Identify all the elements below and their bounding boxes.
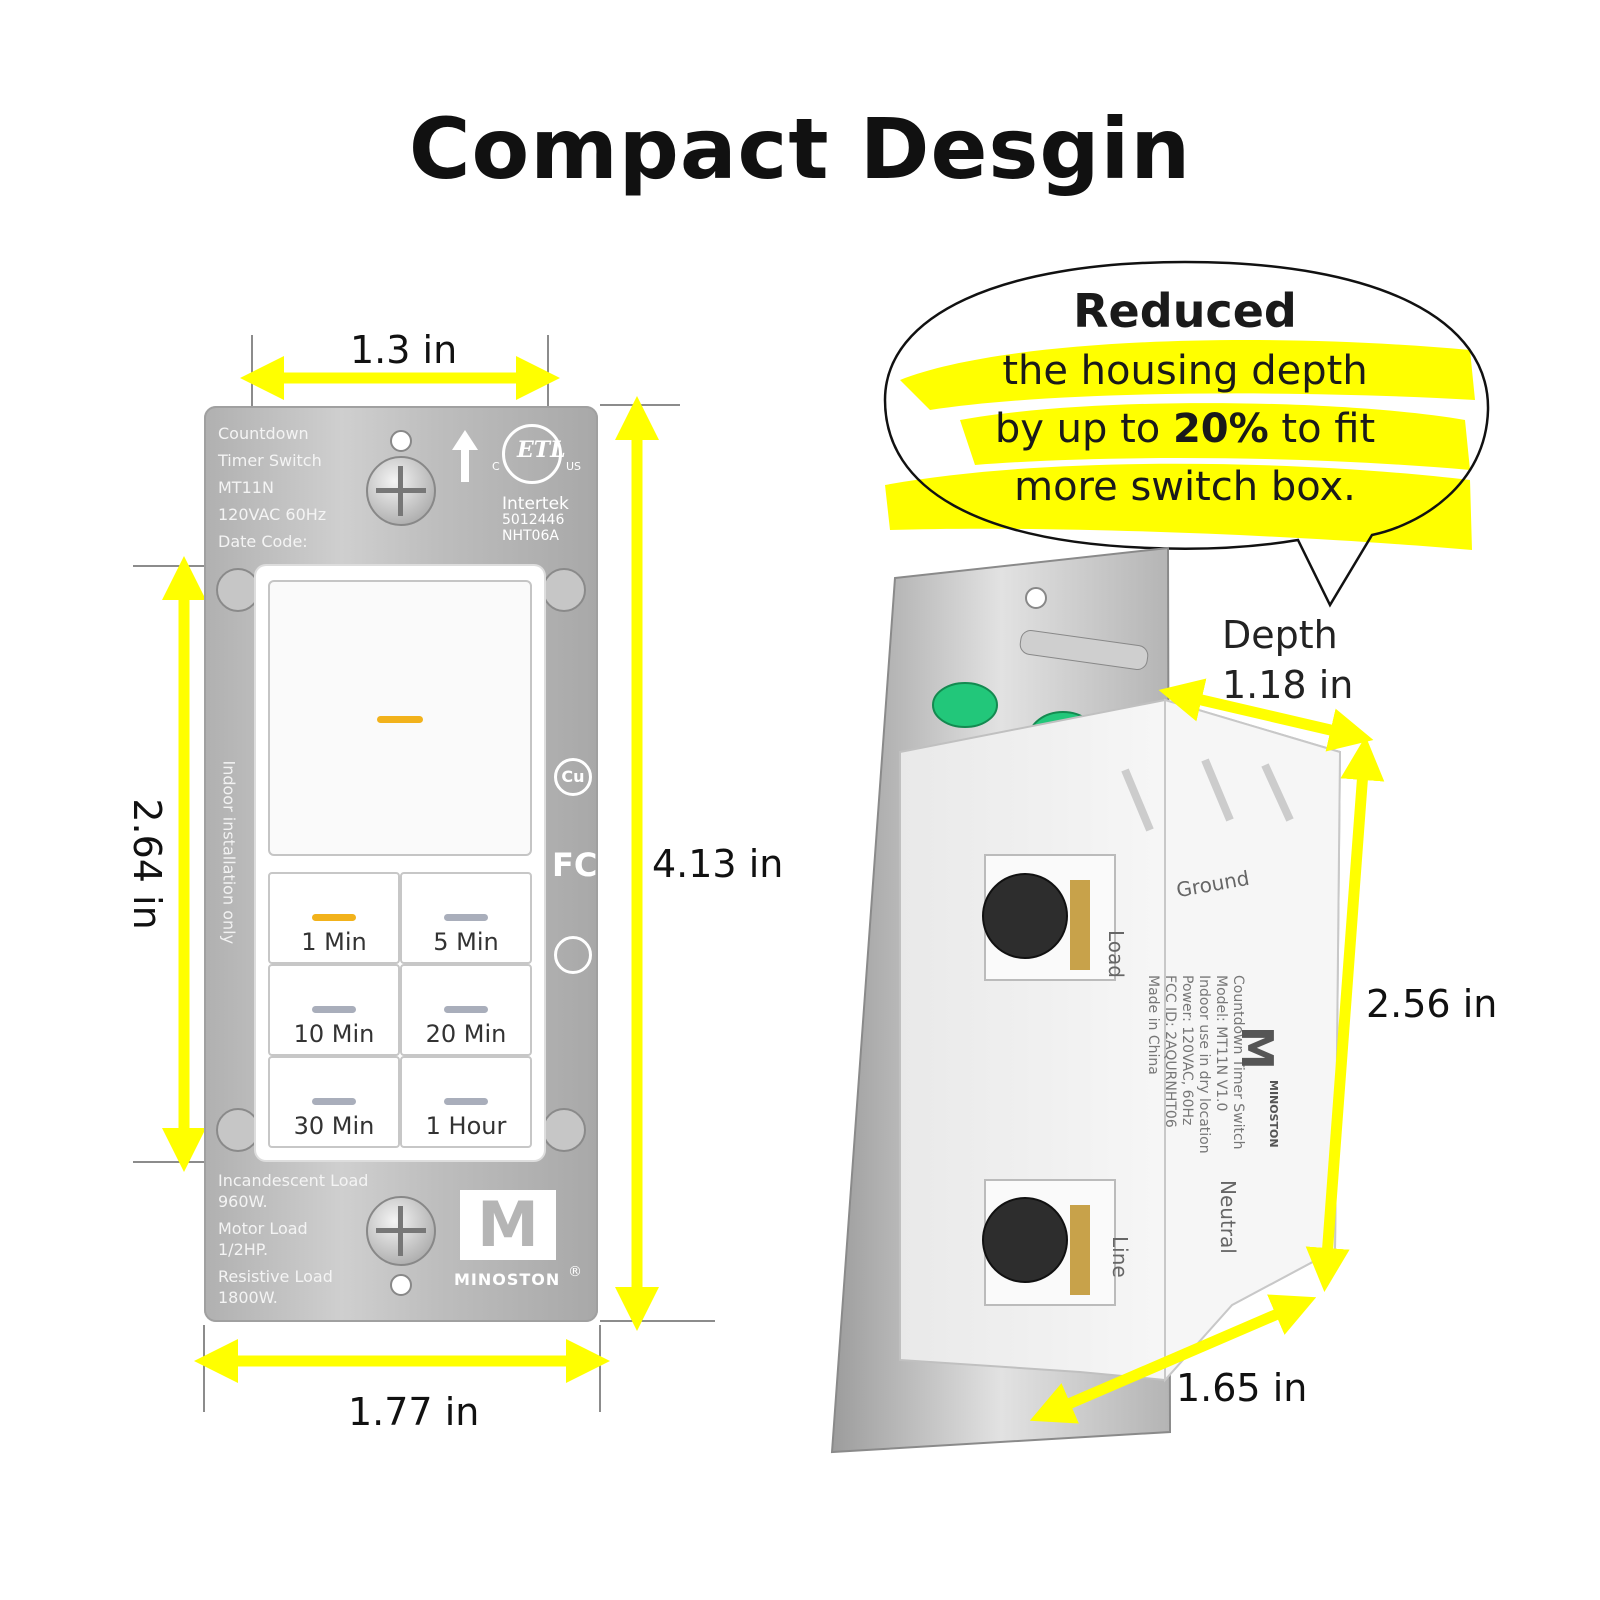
main-paddle-button[interactable] [268, 580, 532, 856]
side-width-label: 1.65 in [1176, 1366, 1308, 1410]
timer-button[interactable]: 10 Min [268, 964, 400, 1056]
housing-rib [1121, 758, 1294, 832]
mount-hole [390, 430, 412, 452]
neutral-label: Neutral [1216, 1180, 1240, 1254]
highlight-stroke [885, 463, 1472, 550]
timer-button[interactable]: 1 Min [268, 872, 400, 964]
side-brand-logo: M [1231, 1026, 1282, 1070]
m-mark-icon [554, 936, 592, 974]
spec-line: FCC ID: 2AQURNHT06 [1162, 975, 1178, 1128]
right-height-label: 4.13 in [652, 842, 784, 886]
load-line: 1/2HP. [218, 1240, 269, 1259]
load-line: 1800W. [218, 1288, 278, 1307]
timer-button[interactable]: 1 Hour [400, 1056, 532, 1148]
cert-line: 5012446 [502, 512, 565, 528]
bubble-line-1: the housing depth [1002, 348, 1368, 394]
timer-indicator-led [444, 1098, 488, 1105]
spec-line: Model: MT11N V1.0 [1213, 975, 1229, 1112]
timer-indicator-led [312, 1006, 356, 1013]
timer-button-label: 10 Min [293, 1020, 375, 1048]
side-height-label: 2.56 in [1366, 982, 1498, 1026]
depth-label: Depth [1222, 613, 1338, 657]
timer-button-label: 20 Min [425, 1020, 507, 1048]
terminal-brass [1070, 1205, 1090, 1295]
depth-arrow [1158, 678, 1374, 752]
line-label: Line [1108, 1236, 1132, 1278]
load-line: 960W. [218, 1192, 268, 1211]
bubble-line-2-bold: 20% [1172, 406, 1269, 452]
plate-info-line: Date Code: [218, 532, 308, 551]
timer-button-label: 1 Min [301, 928, 367, 956]
timer-button[interactable]: 5 Min [400, 872, 532, 964]
mount-hole [1025, 587, 1047, 609]
timer-indicator-led [444, 914, 488, 921]
side-height-arrow [1305, 736, 1385, 1292]
mount-hole [390, 1274, 412, 1296]
page-title: Compact Desgin [408, 100, 1192, 198]
bubble-line-3: more switch box. [1014, 464, 1356, 510]
plate-info-line: 120VAC 60Hz [218, 505, 327, 524]
timer-button[interactable]: 30 Min [268, 1056, 400, 1148]
terminal-brass [1070, 880, 1090, 970]
timer-button-label: 1 Hour [425, 1112, 507, 1140]
load-terminal-screw-icon [982, 873, 1068, 959]
mount-screw-icon [1019, 630, 1149, 670]
timer-button-grid: 1 Min 5 Min 10 Min 20 Min 30 Min 1 Hour [268, 872, 532, 1148]
etl-cert-icon: ETL [502, 424, 566, 484]
bubble-line-2-suffix: to fit [1268, 406, 1376, 452]
highlight-stroke [960, 403, 1470, 470]
spec-line: Made in China [1145, 975, 1161, 1075]
bubble-line-2-prefix: by up to [994, 406, 1173, 452]
brand-name: MINOSTON [454, 1270, 561, 1289]
spec-line: Power: 120VAC, 60Hz [1179, 975, 1195, 1126]
top-width-label: 1.3 in [350, 328, 458, 372]
corner-hole [216, 1108, 260, 1152]
line-terminal-screw-icon [982, 1197, 1068, 1283]
cert-lines: 5012446 NHT06A [502, 512, 564, 544]
timer-button-label: 5 Min [433, 928, 499, 956]
screw-icon [366, 1196, 436, 1266]
spec-line: Indoor use in dry location [1196, 975, 1212, 1154]
bubble-outline [883, 260, 1490, 608]
ground-screw-icon [932, 682, 998, 728]
timer-button-label: 30 Min [293, 1112, 375, 1140]
load-label: Load [1104, 930, 1128, 978]
timer-indicator-led [444, 1006, 488, 1013]
timer-indicator-led [312, 1098, 356, 1105]
load-line: Resistive Load [218, 1267, 333, 1286]
timer-indicator-led [312, 914, 356, 921]
plate-info-line: Countdown [218, 424, 309, 443]
side-brand-name: MINOSTON [1267, 1080, 1280, 1148]
bubble-heading: Reduced [1073, 284, 1297, 338]
up-arrow-icon [452, 430, 478, 482]
plate-load-text: Incandescent Load 960W. Motor Load 1/2HP… [218, 1170, 368, 1308]
screw-icon [366, 456, 436, 526]
cert-name: Intertek [502, 494, 569, 514]
cert-line: NHT06A [502, 528, 559, 544]
bottom-width-label: 1.77 in [348, 1390, 480, 1434]
side-width-arrow [1029, 1294, 1317, 1424]
timer-button[interactable]: 20 Min [400, 964, 532, 1056]
cert-us: US [566, 460, 582, 473]
main-indicator-led [377, 716, 423, 723]
bubble-line-2: by up to 20% to fit [960, 400, 1410, 458]
brand-logo: M [460, 1190, 556, 1260]
registered-mark: ® [568, 1264, 582, 1280]
cert-c: C [492, 460, 500, 473]
load-line: Motor Load [218, 1219, 308, 1238]
plate-info-text: Countdown Timer Switch MT11N 120VAC 60Hz… [218, 420, 326, 555]
fcc-mark-icon: FC [552, 846, 598, 884]
highlight-stroke [900, 340, 1475, 410]
plate-info-line: Timer Switch [218, 451, 322, 470]
depth-value: 1.18 in [1222, 663, 1354, 707]
cu-mark-icon: Cu [554, 758, 592, 796]
load-line: Incandescent Load [218, 1171, 369, 1190]
plate-info-line: MT11N [218, 478, 274, 497]
